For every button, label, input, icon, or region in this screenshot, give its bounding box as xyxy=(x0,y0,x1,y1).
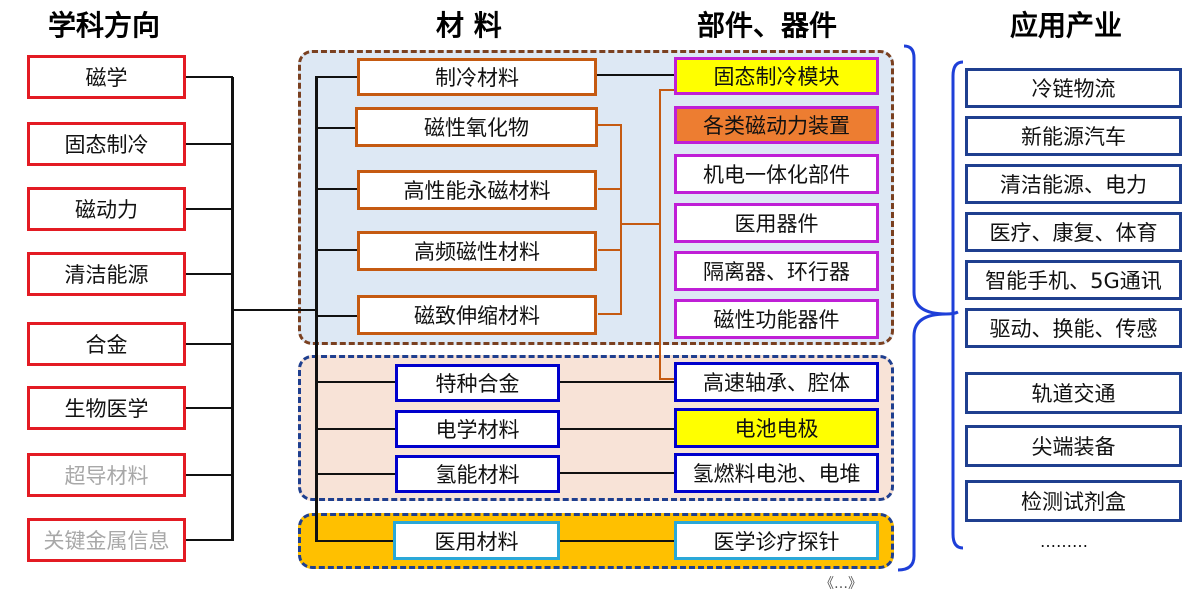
connector xyxy=(560,381,674,383)
component-hydrogen-fuel-cell: 氢燃料电池、电堆 xyxy=(674,453,879,493)
industry-test-kits: 检测试剂盒 xyxy=(965,480,1182,522)
connector xyxy=(186,76,233,78)
connector-materials-trunk xyxy=(315,76,318,542)
connector-bracket xyxy=(659,89,674,91)
connector xyxy=(186,474,233,476)
industry-smartphone-5g: 智能手机、5G通讯 xyxy=(965,260,1182,300)
connector-bracket xyxy=(620,124,622,315)
material-electrical: 电学材料 xyxy=(395,410,560,448)
industry-rail-transit: 轨道交通 xyxy=(965,372,1182,414)
connector xyxy=(186,273,233,275)
material-refrigeration: 制冷材料 xyxy=(357,58,597,96)
connector xyxy=(315,188,357,190)
material-high-freq-magnetic: 高频磁性材料 xyxy=(357,231,597,271)
component-medical-devices: 医用器件 xyxy=(674,203,879,243)
industry-clean-energy-power: 清洁能源、电力 xyxy=(965,164,1182,204)
industry-drive-transduce-sense: 驱动、换能、传感 xyxy=(965,308,1182,348)
connector xyxy=(315,540,395,542)
connector xyxy=(315,315,357,317)
component-mechatronic-parts: 机电一体化部件 xyxy=(674,154,879,194)
connector xyxy=(315,249,357,251)
connector xyxy=(560,472,674,474)
connector xyxy=(560,428,674,430)
material-magnetostrictive: 磁致伸缩材料 xyxy=(357,295,597,335)
discipline-clean-energy: 清洁能源 xyxy=(27,252,186,296)
connector-bracket xyxy=(598,249,622,251)
discipline-solid-state-cooling: 固态制冷 xyxy=(27,122,186,166)
header-discipline: 学科方向 xyxy=(48,9,161,42)
connector xyxy=(315,473,395,475)
header-components: 部件、器件 xyxy=(697,9,838,42)
material-medical: 医用材料 xyxy=(393,521,560,560)
connector xyxy=(315,76,357,78)
discipline-critical-metals: 关键金属信息 xyxy=(27,518,186,562)
connector-bracket xyxy=(659,378,674,380)
connector-to-trunk xyxy=(231,309,317,311)
connector-bracket xyxy=(598,188,622,190)
discipline-biomedicine: 生物医学 xyxy=(27,386,186,430)
component-isolator-circulator: 隔离器、环行器 xyxy=(674,251,879,291)
connector xyxy=(186,343,233,345)
industry-advanced-equipment: 尖端装备 xyxy=(965,425,1182,467)
connector-bracket xyxy=(598,313,622,315)
discipline-alloy: 合金 xyxy=(27,322,186,366)
component-medical-probe: 医学诊疗探针 xyxy=(674,521,879,560)
connector xyxy=(186,208,233,210)
industry-medical-rehab-sports: 医疗、康复、体育 xyxy=(965,212,1182,252)
connector xyxy=(560,540,674,542)
brace-icon xyxy=(951,60,964,550)
component-magnetic-power-devices: 各类磁动力装置 xyxy=(674,106,879,144)
connector-bracket xyxy=(598,124,622,126)
header-industry: 应用产业 xyxy=(1010,9,1123,42)
component-battery-electrode: 电池电极 xyxy=(674,408,879,448)
material-permanent-magnet: 高性能永磁材料 xyxy=(357,170,597,210)
component-high-speed-bearing: 高速轴承、腔体 xyxy=(674,362,879,402)
industry-new-energy-vehicles: 新能源汽车 xyxy=(965,116,1182,156)
industry-more-ellipsis: ……… xyxy=(1040,532,1088,551)
connector xyxy=(597,74,674,76)
discipline-superconducting: 超导材料 xyxy=(27,453,186,497)
material-special-alloy: 特种合金 xyxy=(395,364,560,402)
material-magnetic-oxide: 磁性氧化物 xyxy=(355,107,598,147)
industry-cold-chain: 冷链物流 xyxy=(965,68,1182,108)
connector xyxy=(186,539,233,541)
source-caption: 《…》 xyxy=(820,576,862,592)
header-materials: 材 料 xyxy=(436,9,502,42)
connector xyxy=(186,407,233,409)
connector xyxy=(315,428,395,430)
component-magnetic-functional: 磁性功能器件 xyxy=(674,299,879,339)
material-hydrogen: 氢能材料 xyxy=(395,455,560,493)
connector xyxy=(315,381,395,383)
component-solid-state-cooling-module: 固态制冷模块 xyxy=(674,57,879,95)
connector-bracket xyxy=(620,223,660,225)
discipline-magnetism: 磁学 xyxy=(27,55,186,99)
connector xyxy=(186,143,233,145)
connector xyxy=(315,127,355,129)
connector-bracket xyxy=(659,89,661,379)
discipline-magnetic-power: 磁动力 xyxy=(27,187,186,231)
